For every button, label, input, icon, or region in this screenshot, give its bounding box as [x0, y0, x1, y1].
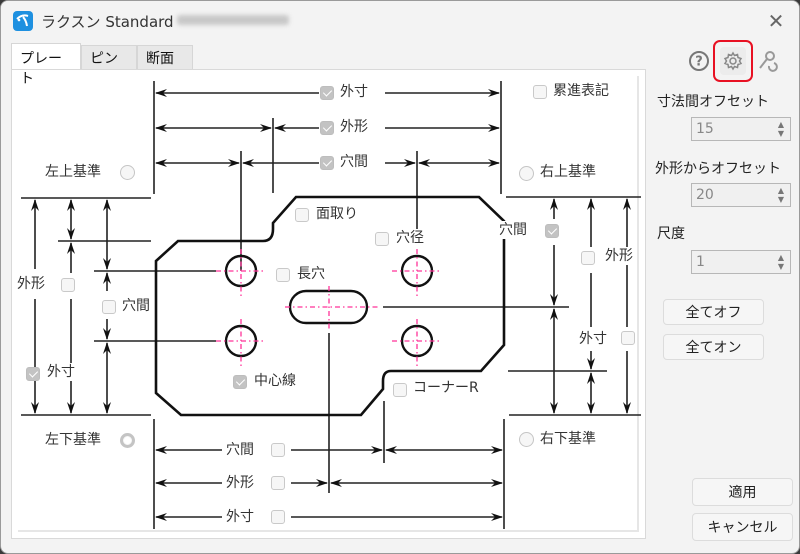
center-line-label: 中心線 [254, 373, 296, 389]
left-outer-shape-checkbox[interactable] [61, 278, 75, 292]
wrench-refresh-icon [759, 51, 778, 72]
plate-outline [154, 195, 506, 417]
cancel-button[interactable]: キャンセル [692, 513, 793, 541]
left-outer-size-label: 外寸 [47, 363, 75, 381]
app-logo-icon [13, 11, 33, 31]
left-outer-size-checkbox[interactable] [26, 367, 40, 381]
right-outer-shape-label: 外形 [605, 247, 633, 265]
apply-button[interactable]: 適用 [692, 478, 793, 506]
center-line-checkbox[interactable] [233, 375, 247, 389]
top-outer-size-label: 外寸 [340, 83, 368, 101]
center-lines [216, 249, 442, 367]
all-off-button[interactable]: 全てオフ [663, 299, 764, 325]
hole-diameter-label: 穴径 [396, 230, 424, 246]
scale-label: 尺度 [657, 226, 685, 242]
bottom-outer-shape-checkbox[interactable] [271, 476, 285, 490]
top-outer-shape-checkbox[interactable] [320, 121, 334, 135]
right-outer-size-checkbox[interactable] [621, 331, 635, 345]
slot-checkbox[interactable] [276, 268, 290, 282]
settings-button[interactable] [720, 47, 746, 75]
right-lower-ref-label: 右下基準 [540, 430, 596, 448]
tool-button[interactable] [755, 47, 781, 75]
bottom-outer-size-label: 外寸 [226, 508, 254, 526]
version-text-redacted [177, 15, 289, 25]
left-outer-shape-label: 外形 [17, 275, 45, 293]
right-upper-ref-label: 右上基準 [540, 163, 596, 181]
window-title: ラクスン Standard [41, 13, 174, 31]
right-upper-ref-radio[interactable] [519, 166, 534, 181]
top-outer-shape-label: 外形 [340, 118, 368, 136]
settings-highlight-box [713, 40, 753, 82]
bottom-hole-pitch-label: 穴間 [226, 441, 254, 459]
left-hole-pitch-label: 穴間 [122, 297, 150, 315]
svg-text:?: ? [695, 55, 703, 70]
left-upper-ref-label: 左上基準 [45, 163, 101, 181]
left-lower-ref-radio[interactable] [120, 433, 135, 448]
help-button[interactable]: ? [686, 47, 712, 75]
close-icon: ✕ [767, 9, 785, 33]
title-bar: ラクスン Standard ✕ [1, 1, 799, 41]
bottom-outer-size-checkbox[interactable] [271, 510, 285, 524]
right-outer-size-label: 外寸 [579, 330, 607, 348]
tab-section[interactable]: 断面 [137, 45, 193, 69]
scale-spinbox[interactable]: 1 ▲▼ [691, 250, 791, 274]
tab-plate[interactable]: プレート [11, 43, 81, 87]
spin-arrows-icon[interactable]: ▲▼ [777, 253, 785, 271]
help-icon: ? [689, 51, 709, 71]
left-lower-ref-label: 左下基準 [45, 431, 101, 449]
bottom-hole-pitch-checkbox[interactable] [271, 443, 285, 457]
left-hole-pitch-checkbox[interactable] [102, 300, 116, 314]
shape-offset-value: 20 [696, 187, 714, 203]
dim-offset-spinbox[interactable]: 15 ▲▼ [691, 117, 791, 141]
cumulative-notation-label: 累進表記 [553, 82, 609, 100]
scale-value: 1 [696, 254, 705, 270]
dim-offset-value: 15 [696, 121, 714, 137]
top-hole-pitch-label: 穴間 [340, 153, 368, 171]
all-on-button[interactable]: 全てオン [663, 334, 764, 360]
hole-diameter-checkbox[interactable] [375, 232, 389, 246]
right-lower-ref-radio[interactable] [519, 432, 534, 447]
chamfer-label: 面取り [316, 206, 358, 222]
slot-label: 長穴 [297, 266, 325, 282]
right-hole-pitch-label: 穴間 [499, 221, 527, 239]
shape-offset-spinbox[interactable]: 20 ▲▼ [691, 183, 791, 207]
top-hole-pitch-checkbox[interactable] [320, 156, 334, 170]
tab-pin[interactable]: ピン [81, 45, 137, 69]
top-outer-size-checkbox[interactable] [320, 86, 334, 100]
spin-arrows-icon[interactable]: ▲▼ [777, 120, 785, 138]
spin-arrows-icon[interactable]: ▲▼ [777, 186, 785, 204]
right-hole-pitch-checkbox[interactable] [545, 224, 559, 238]
dim-offset-label: 寸法間オフセット [657, 94, 769, 110]
chamfer-checkbox[interactable] [295, 208, 309, 222]
close-button[interactable]: ✕ [761, 7, 791, 35]
bottom-outer-shape-label: 外形 [226, 474, 254, 492]
gear-icon [723, 51, 743, 71]
cumulative-notation-checkbox[interactable] [533, 85, 547, 99]
corner-r-checkbox[interactable] [393, 383, 407, 397]
right-outer-shape-checkbox[interactable] [581, 251, 595, 265]
left-upper-ref-radio[interactable] [120, 165, 135, 180]
shape-offset-label: 外形からオフセット [655, 161, 781, 177]
corner-r-label: コーナーR [413, 380, 479, 396]
